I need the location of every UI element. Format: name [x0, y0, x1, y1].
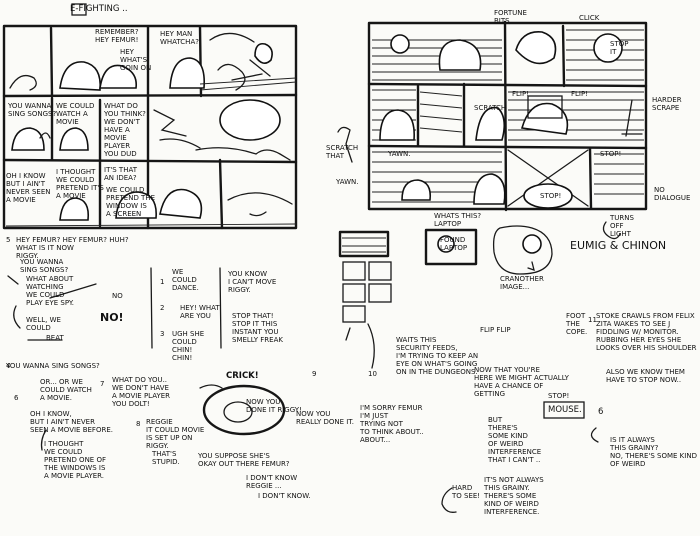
- note-stop-1: STOP!: [540, 192, 562, 200]
- script3-line-1: YOU KNOW I CAN'T MOVE RIGGY.: [228, 270, 277, 294]
- script-line-1: HEY FEMUR? HEY FEMUR? HUH? WHAT IS IT NO…: [16, 236, 129, 260]
- script-line-11: I THOUGHT WE COULD PRETEND ONE OF THE WI…: [44, 440, 106, 480]
- script5-line-1: FOOT THE COPE.: [566, 312, 588, 336]
- note-stop-it: STOP IT: [610, 40, 629, 56]
- script5-line-5: 6: [598, 407, 604, 417]
- script2-line-7: YOU SUPPOSE SHE'S OKAY OUT THERE FEMUR?: [198, 452, 290, 468]
- script2-line-2: HEY! WHAT ARE YOU: [180, 304, 220, 320]
- script3-line-4: NOW YOU DONE IT RIGGY!: [246, 398, 302, 414]
- bubble-5: WE COULD WATCH A MOVIE: [56, 102, 95, 126]
- bubble-9: IT'S THAT AN IDEA?: [104, 166, 137, 182]
- bubble-6: WHAT DO YOU THINK? WE DON'T HAVE A MOVIE…: [104, 102, 146, 158]
- script5-line-2: STOKE CRAWLS FROM FELIX ZITA WAKES TO SE…: [596, 312, 697, 352]
- script-line-3: WHAT ABOUT WATCHING WE COULD PLAY EYE SP…: [26, 275, 74, 307]
- bubble-3: HEY WHAT'S GOIN ON: [120, 48, 152, 72]
- scene-number: 5: [6, 236, 11, 244]
- script4-line-7: BUT THERE'S SOME KIND OF WEIRD INTERFERE…: [488, 416, 542, 464]
- script4-line-8: HARD TO SEE!: [452, 484, 481, 500]
- left-comic-page: [2, 3, 298, 230]
- note-stop-2: STOP!: [600, 150, 622, 158]
- thumbnail-sketches: [338, 221, 621, 323]
- scene-number: 9: [312, 370, 317, 378]
- script2-line-9: I DON'T KNOW.: [258, 492, 311, 500]
- side-scratch-that: SCRATCH THAT: [326, 144, 359, 160]
- header-fighting-label: E-FIGHTING ..: [70, 4, 128, 14]
- script-line-4: NO: [112, 292, 123, 300]
- note-yawn-2: YAWN.: [336, 178, 359, 186]
- script2-line-1: WE COULD DANCE.: [172, 268, 199, 292]
- script-markings: [7, 126, 599, 513]
- scene-number: 6: [14, 394, 19, 402]
- script2-line-3: UGH SHE COULD CHIN! CHIN!: [172, 330, 205, 362]
- side-turns-off-light: TURNS OFF LIGHT: [610, 214, 634, 238]
- script-line-6: NO!: [100, 311, 124, 324]
- bubble-8: I THOUGHT WE COULD PRETEND IT'S A MOVIE: [56, 168, 104, 200]
- scene-number: 7: [100, 380, 105, 388]
- script4-line-3: I'M SORRY FEMUR I'M JUST TRYING NOT TO T…: [360, 404, 424, 444]
- bubble-2: HEY MAN WHATCHA?: [160, 30, 199, 46]
- note-flip-2: FLIP!: [571, 90, 589, 98]
- script4-line-5: STOP!: [548, 392, 570, 400]
- header-fortune-bits: FORTUNE BITS: [494, 9, 527, 25]
- script4-line-6: MOUSE.: [548, 405, 582, 415]
- script-line-9: OR... OR WE COULD WATCH A MOVIE.: [40, 378, 92, 402]
- script4-line-2: FLIP FLIP: [480, 326, 511, 334]
- note-whats-this: WHATS THIS? LAPTOP: [434, 212, 482, 228]
- scene-number: 8: [136, 420, 141, 428]
- note-yawn-1: YAWN.: [388, 150, 411, 158]
- script-line-8: YOU WANNA SING SONGS?: [6, 362, 100, 370]
- script4-line-4: NOW THAT YOU'RE HERE WE MIGHT ACTUALLY H…: [474, 366, 569, 398]
- scene-number: 10: [368, 370, 377, 378]
- bubble-4: YOU WANNA SING SONGS?: [8, 102, 57, 118]
- bubble-1: REMEMBER? HEY FEMUR!: [95, 28, 139, 44]
- scene-number: 1: [160, 278, 165, 286]
- side-found-laptop: FOUND LAPTOP: [440, 236, 468, 252]
- scene-number: 4: [6, 362, 11, 370]
- script-line-10: OH I KNOW, BUT I AIN'T NEVER SEEN A MOVI…: [30, 410, 113, 434]
- script3-line-5: NOW YOU REALLY DONE IT.: [296, 410, 354, 426]
- script3-line-2: STOP THAT! STOP IT THIS INSTANT YOU SMEL…: [232, 312, 283, 344]
- script2-line-8: I DON'T KNOW REGGIE ...: [246, 474, 298, 490]
- script5-line-4: IS IT ALWAYS THIS GRAINY? NO, THERE'S SO…: [610, 436, 697, 468]
- note-flip: FLIP!: [512, 90, 530, 98]
- scene-number: 3: [160, 330, 165, 338]
- side-harder-scrape: HARDER SCRAPE: [652, 96, 682, 112]
- script4-line-9: IT'S NOT ALWAYS THIS GRAINY. THERE'S SOM…: [484, 476, 544, 516]
- script-line-5: WELL, WE COULD: [26, 316, 61, 332]
- script2-line-6: THAT'S STUPID.: [152, 450, 180, 466]
- note-scratch: SCRATCH: [474, 104, 507, 112]
- script-line-2: YOU WANNA SING SONGS?: [20, 258, 69, 274]
- scene-number: 2: [160, 304, 165, 312]
- script3-line-3: CRICK!: [226, 371, 259, 381]
- bubble-7: OH I KNOW BUT I AIN'T NEVER SEEN A MOVIE: [6, 172, 51, 204]
- right-comic-page: [367, 20, 648, 212]
- script5-line-3: ALSO WE KNOW THEM HAVE TO STOP NOW..: [606, 368, 685, 384]
- scene-number: 11: [588, 316, 597, 324]
- side-no-dialogue: NO DIALOGUE: [654, 186, 691, 202]
- script-line-7: BEAT: [46, 334, 64, 342]
- script2-line-4: WHAT DO YOU.. WE DON'T HAVE A MOVIE PLAY…: [112, 376, 171, 408]
- thumb-caption: CRANOTHER IMAGE...: [500, 275, 544, 291]
- script4-line-1: WAITS THIS SECURITY FEEDS, I'M TRYING TO…: [396, 336, 479, 376]
- script2-line-5: REGGIE IT COULD MOVIE IS SET UP ON RIGGY…: [146, 418, 205, 450]
- thumb-title: EUMIG & CHINON: [570, 239, 667, 252]
- header-click: CLICK: [579, 14, 600, 22]
- bubble-10: WE COULD PRETEND THE WINDOW IS A SCREEN: [106, 186, 156, 218]
